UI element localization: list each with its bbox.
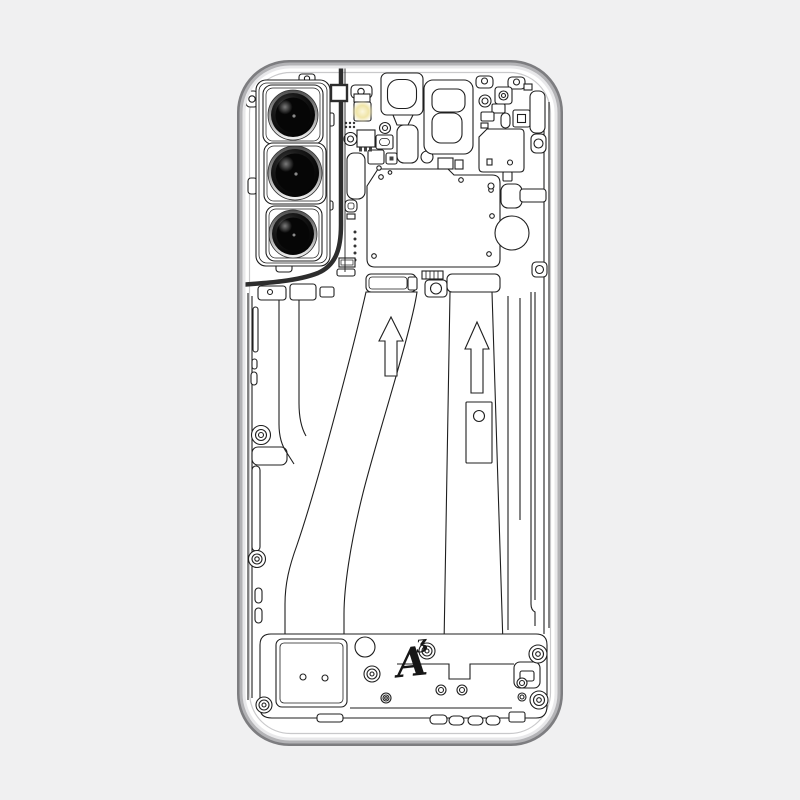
screw-icon — [533, 138, 544, 149]
screw-icon — [380, 692, 392, 704]
screw-icon — [486, 251, 492, 257]
sensor-housing — [423, 79, 474, 155]
screw-icon — [378, 174, 384, 180]
screw-icon — [435, 684, 447, 696]
screw-icon — [418, 642, 436, 660]
screw-icon — [247, 549, 267, 569]
main-board-shield — [366, 168, 501, 268]
screw-icon — [516, 677, 528, 689]
camera-lens-2 — [267, 145, 323, 201]
decal-square — [329, 83, 349, 103]
battery-connector-row — [365, 270, 501, 298]
screw-icon — [456, 684, 468, 696]
interior-line-art: A ʒ — [245, 68, 550, 726]
ribbon-cable-left — [284, 291, 418, 653]
vibration-motor — [489, 213, 530, 251]
screw-icon — [458, 177, 464, 183]
signature-flourish: ʒ — [414, 632, 428, 654]
triple-camera-module — [245, 73, 335, 273]
zif-connector — [421, 270, 444, 280]
artist-signature: A ʒ — [390, 632, 430, 688]
under-decal-components — [257, 283, 335, 301]
bottom-edge-slots — [316, 711, 526, 726]
camera-lens-1 — [267, 89, 319, 141]
loudspeaker-module — [275, 638, 348, 708]
left-rail — [247, 293, 288, 700]
screw-icon — [371, 253, 377, 259]
screw-icon — [250, 424, 272, 446]
camera-lens-3 — [268, 209, 318, 259]
ribbon-cable-right — [443, 291, 504, 646]
bottom-module: A ʒ — [255, 632, 549, 726]
battery-arrow-up-icon — [464, 320, 490, 394]
led-flash-icon — [351, 100, 374, 123]
battery-arrow-up-icon — [378, 315, 404, 377]
screw-icon — [363, 665, 381, 683]
screw-icon — [529, 690, 549, 710]
camera-decal-outline — [245, 68, 349, 288]
front-camera-block — [380, 72, 424, 164]
screw-icon — [534, 264, 545, 275]
screw-icon — [255, 696, 273, 714]
screw-icon — [528, 644, 548, 664]
screw-icon — [517, 692, 527, 702]
battery-pull-tab — [465, 401, 493, 464]
left-flex-cable — [278, 293, 307, 465]
right-rail — [507, 96, 550, 634]
decal-path — [245, 68, 344, 288]
top-right-components — [475, 75, 547, 209]
